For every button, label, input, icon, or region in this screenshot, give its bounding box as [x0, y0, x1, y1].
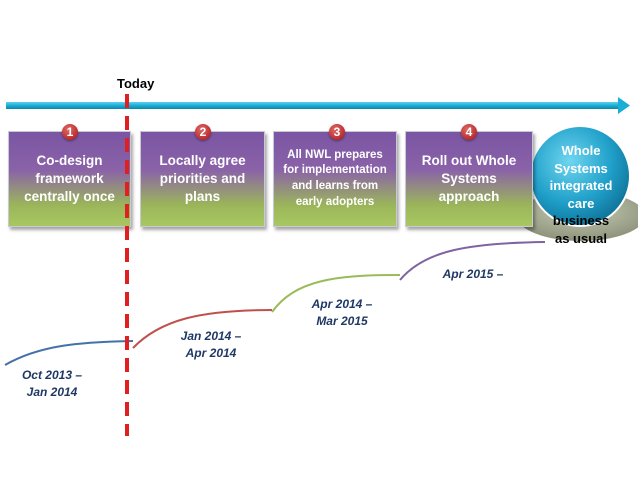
- phase-box-3: All NWL prepares for implementation and …: [273, 131, 397, 227]
- final-state-line-4: care: [567, 195, 595, 211]
- date-label-3: Apr 2014 – Mar 2015: [297, 296, 387, 330]
- timeline-curve-2: [132, 309, 273, 349]
- date-3-end: Mar 2015: [316, 313, 368, 328]
- date-2-end: Apr 2014: [185, 345, 237, 360]
- phase-box-2: Locally agree priorities and plans: [140, 131, 265, 227]
- phase-box-4: Roll out Whole Systems approach: [405, 131, 533, 227]
- phase-badge-2: 2: [195, 124, 211, 140]
- timeline-curve-4: [399, 241, 546, 281]
- final-state-line-2: Systems: [554, 160, 608, 176]
- date-1-end: Jan 2014: [26, 384, 78, 399]
- final-state-line-6: as usual: [554, 230, 608, 246]
- date-1-start: Oct 2013 –: [21, 368, 83, 382]
- timeline-curve-3: [271, 274, 401, 313]
- phase-badge-4: 4: [461, 124, 477, 140]
- date-label-1: Oct 2013 – Jan 2014: [12, 367, 92, 401]
- final-state-line-5: business: [552, 213, 610, 229]
- date-label-4: Apr 2015 –: [428, 266, 518, 283]
- phase-badge-1: 1: [62, 124, 78, 140]
- timeline-arrow: [6, 97, 630, 114]
- phase-3-text: All NWL prepares for implementation and …: [283, 148, 387, 208]
- date-label-2: Jan 2014 – Apr 2014: [166, 328, 256, 362]
- phase-4-text: Roll out Whole Systems approach: [421, 152, 517, 205]
- final-state-text: Whole Systems integrated care business a…: [540, 142, 622, 247]
- final-state-line-1: Whole: [561, 143, 601, 158]
- date-2-start: Jan 2014 –: [180, 329, 242, 343]
- date-3-start: Apr 2014 –: [311, 297, 373, 311]
- final-state-line-3: integrated: [549, 178, 613, 194]
- date-4-start: Apr 2015 –: [442, 267, 504, 281]
- timeline-curve-1: [4, 340, 134, 366]
- phase-badge-3: 3: [329, 124, 345, 140]
- phase-1-text: Co-design framework centrally once: [24, 152, 115, 205]
- phase-2-text: Locally agree priorities and plans: [159, 152, 246, 205]
- phase-box-1: Co-design framework centrally once: [8, 131, 131, 227]
- today-label: Today: [117, 76, 155, 91]
